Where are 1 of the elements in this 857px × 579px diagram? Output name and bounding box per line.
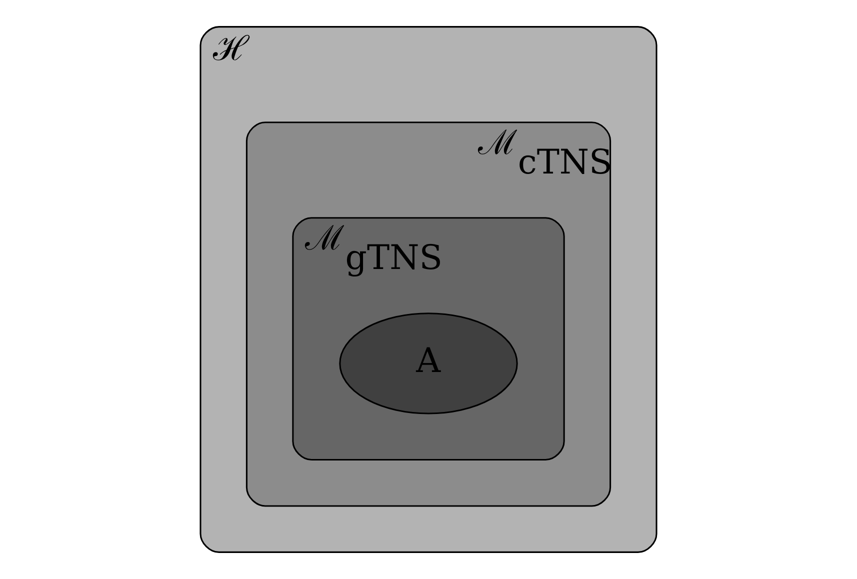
node-ellipse: A [339,312,518,414]
